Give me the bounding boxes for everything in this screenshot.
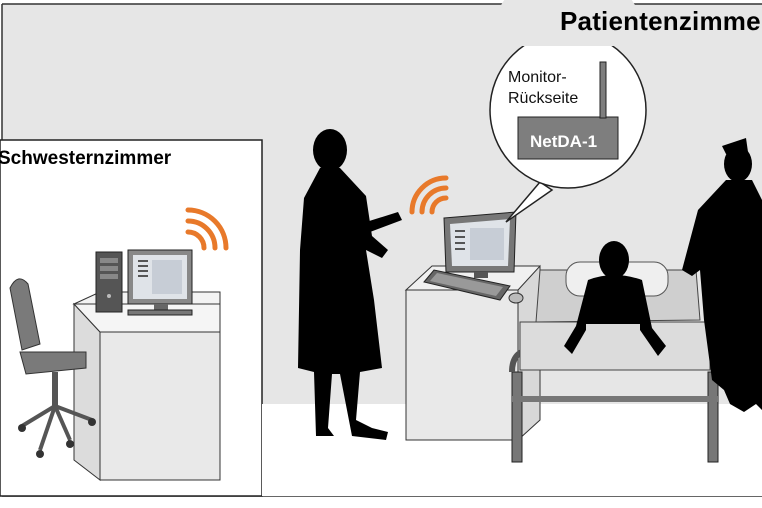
monitor-back-label-line1: Monitor- bbox=[508, 69, 567, 86]
office-chair-icon bbox=[9, 278, 96, 458]
nurse-silhouette-icon bbox=[682, 138, 762, 412]
patient-silhouette-icon bbox=[564, 241, 666, 356]
mouse-icon bbox=[508, 292, 524, 304]
desktop-computer-icon bbox=[95, 251, 123, 313]
wifi-icon bbox=[185, 207, 229, 251]
monitor-back-label: Monitor- Rückseite bbox=[508, 67, 608, 109]
nurse-room-title: Schwesternzimmer bbox=[0, 148, 172, 169]
netda-device bbox=[517, 116, 619, 160]
patient-monitor-icon bbox=[443, 211, 517, 278]
patient-wifi-icon bbox=[409, 175, 449, 215]
doctor-silhouette-icon bbox=[298, 129, 402, 440]
monitor-back-callout bbox=[489, 0, 647, 223]
monitor-back-label-line2: Rückseite bbox=[508, 90, 579, 107]
nurse-monitor-icon bbox=[127, 249, 193, 316]
nurse-desk bbox=[72, 291, 221, 482]
netda-device-label: NetDA-1 bbox=[530, 132, 598, 151]
keyboard-icon bbox=[423, 269, 511, 301]
patient-room-title: Patientenzimmer bbox=[560, 6, 762, 36]
antenna-icon bbox=[599, 61, 607, 119]
